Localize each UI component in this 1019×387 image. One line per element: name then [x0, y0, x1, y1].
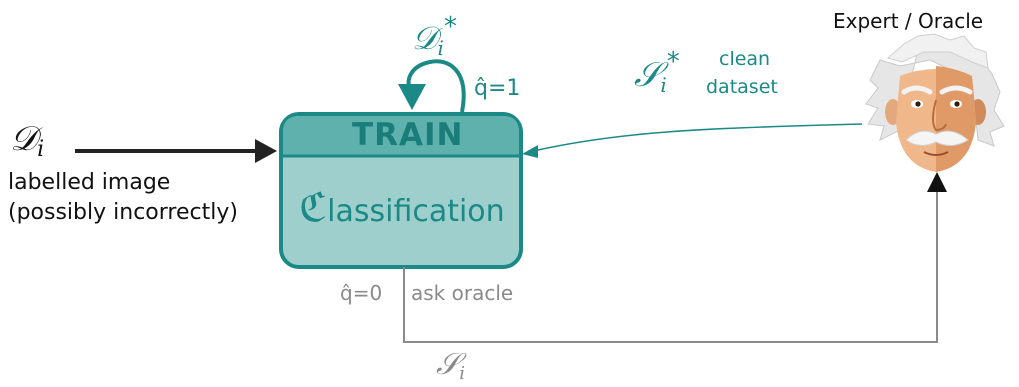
input-arrow [75, 139, 277, 163]
query-dataset-symbol: 𝒮i [436, 350, 465, 380]
query-symbol: 𝒮 [436, 347, 459, 382]
ask-condition: q̂=0 [340, 283, 382, 303]
input-symbol: 𝒟 [10, 119, 37, 159]
classification-rest: lassification [327, 194, 505, 229]
train-label: TRAIN [352, 120, 464, 151]
ask-oracle-label: ask oracle [411, 283, 513, 303]
clean-description-line-2: dataset [706, 78, 778, 97]
loop-superscript: * [444, 12, 457, 42]
input-subscript: i [37, 137, 44, 162]
input-description-line-1: labelled image [8, 172, 170, 194]
clean-dataset-symbol: 𝒮i* [634, 58, 680, 92]
classification-label: ℭlassification [299, 188, 505, 228]
clean-subscript: i [660, 73, 666, 97]
loop-subscript: i [438, 36, 444, 60]
clean-dataset-arrow [522, 124, 862, 158]
loop-symbol: 𝒟 [412, 19, 438, 57]
self-loop-arrow [398, 61, 464, 112]
input-description-line-2: (possibly incorrectly) [8, 202, 238, 224]
classification-initial: ℭ [299, 185, 327, 231]
input-dataset-symbol: 𝒟i [10, 122, 44, 156]
clean-description-line-1: clean [719, 50, 770, 69]
loop-condition: q̂=1 [474, 78, 520, 100]
oracle-title: Expert / Oracle [833, 11, 983, 31]
oracle-portrait [866, 34, 1004, 172]
clean-superscript: * [667, 47, 680, 77]
query-subscript: i [459, 363, 465, 384]
clean-symbol: 𝒮 [634, 55, 660, 95]
loop-dataset-symbol: 𝒟i* [412, 22, 457, 54]
